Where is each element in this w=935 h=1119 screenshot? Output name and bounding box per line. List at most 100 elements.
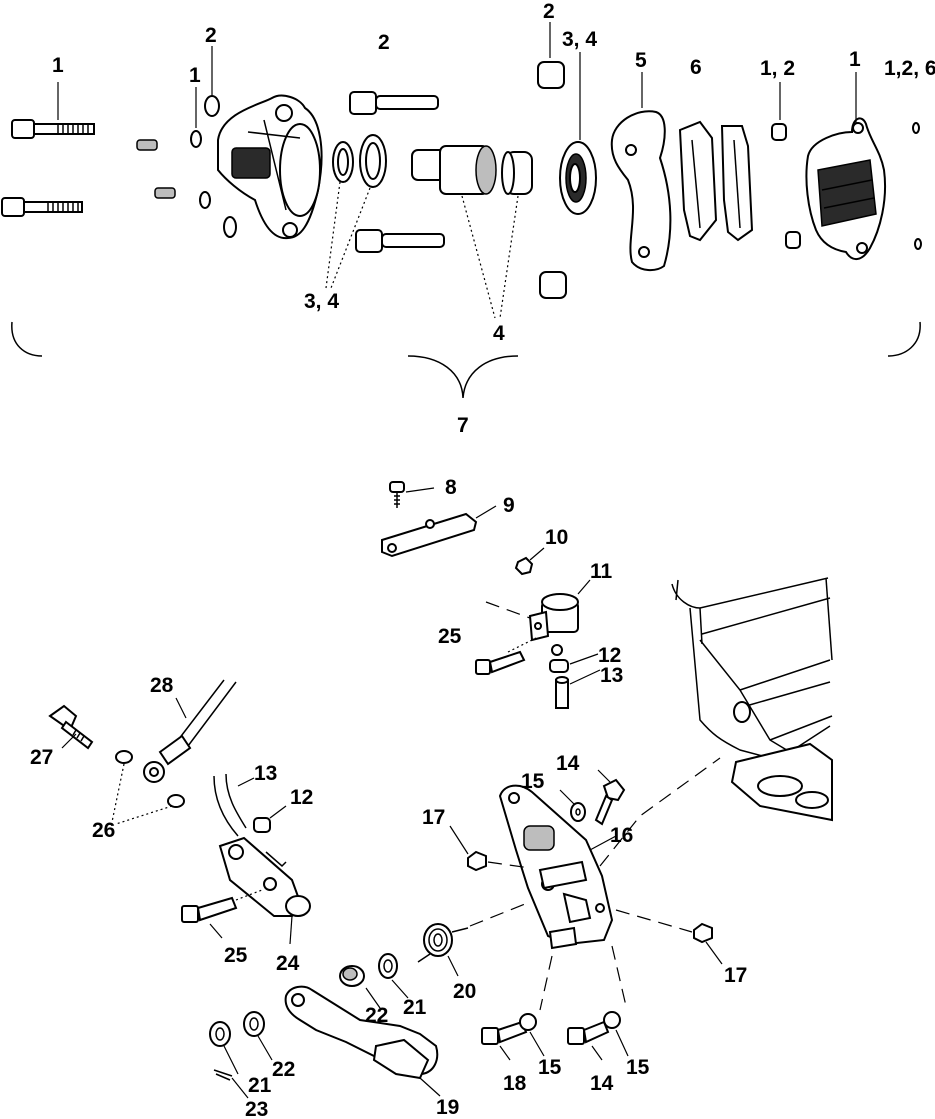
dashed-line: [539, 945, 627, 1011]
bleeder-screw-upper: [136, 139, 158, 151]
washer-small: [190, 130, 202, 148]
callout-label: 21: [403, 996, 427, 1019]
pedal-bushing: [339, 965, 365, 987]
callout-label: 5: [635, 49, 647, 72]
pin-bushing: [785, 231, 801, 249]
washer-21: [383, 959, 393, 973]
washer-15: [575, 808, 581, 816]
leader-line: [365, 979, 409, 1009]
pin-bushing: [771, 123, 787, 141]
assembly-bracket: [11, 321, 921, 399]
caliper-housing-inner: [217, 94, 323, 240]
nut-small: [514, 556, 534, 576]
callout-labels: 1 2 1 2 2 3, 4 5 6 1, 2 1 1,2, 6 3, 4 4 …: [30, 0, 935, 1119]
brake-pad-inner: [678, 120, 718, 242]
callout-label: 3, 4: [304, 290, 339, 313]
nut-17: [467, 850, 487, 872]
leader-line: [569, 653, 601, 685]
hose-curved: [213, 773, 247, 837]
caliper-bolt-upper: [11, 119, 95, 139]
hose-clamp-lower: [253, 817, 271, 833]
dashed-line: [599, 757, 721, 867]
bolt-18: [481, 1020, 528, 1045]
callout-label: 12: [290, 786, 313, 809]
leader-line: [447, 955, 459, 977]
washer-21-lower: [209, 1021, 231, 1047]
cotter-pin: [213, 1069, 233, 1081]
callout-label: 4: [493, 322, 505, 345]
callout-label: 22: [272, 1058, 295, 1081]
master-cylinder: [218, 836, 311, 917]
callout-label: 21: [248, 1074, 272, 1097]
o-ring-tiny: [914, 238, 922, 250]
bolt-27: [48, 704, 94, 750]
caliper-assembly: [1, 22, 922, 399]
callout-label: 13: [600, 664, 623, 687]
callout-label: 25: [438, 625, 462, 648]
leader-line: [499, 1029, 629, 1061]
callout-label: 1,2, 6: [884, 57, 935, 80]
callout-label: 6: [690, 56, 702, 79]
hose-section: [555, 676, 569, 709]
callout-label: 9: [503, 494, 515, 517]
reservoir-bracket: [381, 512, 478, 558]
callout-label: 20: [453, 980, 476, 1003]
callout-label: 1: [52, 54, 64, 77]
callout-label: 11: [590, 560, 613, 583]
callout-label: 18: [503, 1072, 527, 1095]
callout-label: 26: [92, 819, 115, 842]
piston-seal: [337, 148, 349, 176]
nut-17-right: [693, 922, 713, 944]
leader-line: [269, 805, 287, 819]
reservoir-assembly: [381, 481, 601, 709]
callout-label: 17: [422, 806, 445, 829]
callout-label: 17: [724, 964, 747, 987]
callout-label: 12: [598, 644, 621, 667]
callout-label: 2: [543, 0, 555, 23]
callout-label: 16: [610, 824, 633, 847]
washer-21-lower: [215, 1027, 225, 1041]
washer-small: [199, 191, 211, 209]
washer-26: [115, 750, 133, 764]
callout-label: 25: [224, 944, 248, 967]
leader-line: [195, 46, 213, 128]
screw-25: [475, 650, 526, 675]
caliper-bracket: [610, 110, 672, 272]
hose-clamp: [549, 659, 569, 673]
dashed-line: [615, 909, 693, 933]
callout-label: 1, 2: [760, 57, 795, 80]
callout-label: 7: [457, 414, 469, 437]
leader-line: [577, 579, 591, 595]
washer-22: [243, 1011, 265, 1037]
dust-seal: [365, 142, 381, 180]
washer-22: [249, 1017, 259, 1031]
leader-line: [231, 1077, 249, 1099]
pedal-bracket: [498, 784, 614, 950]
callout-label: 19: [436, 1096, 459, 1119]
leader-line: [559, 769, 611, 805]
pedal-assembly: [48, 679, 723, 1099]
bolt-14-lower: [567, 1020, 610, 1045]
return-spring: [417, 923, 469, 963]
brake-rod: [143, 679, 237, 783]
washer-bushing: [204, 95, 220, 117]
callout-label: 2: [205, 24, 217, 47]
piston-insulator: [501, 151, 533, 195]
brake-pedal-arm: [284, 985, 439, 1080]
callout-label: 22: [365, 1004, 388, 1027]
bolt-14: [594, 778, 626, 826]
frame-section: [671, 577, 833, 822]
callout-label: 3, 4: [562, 28, 597, 51]
screw-small: [389, 481, 405, 508]
caliper-piston: [411, 145, 497, 195]
leader-line: [289, 915, 293, 945]
guide-pin-upper: [349, 91, 439, 115]
callout-label: 23: [245, 1098, 268, 1119]
callout-label: 15: [538, 1056, 562, 1079]
leader-line: [175, 697, 187, 719]
callout-label: 13: [254, 762, 277, 785]
brake-pad-outer: [720, 125, 754, 242]
dotted-line: [507, 637, 537, 653]
washer-15-lower: [603, 1011, 621, 1029]
leader-line: [405, 487, 435, 493]
